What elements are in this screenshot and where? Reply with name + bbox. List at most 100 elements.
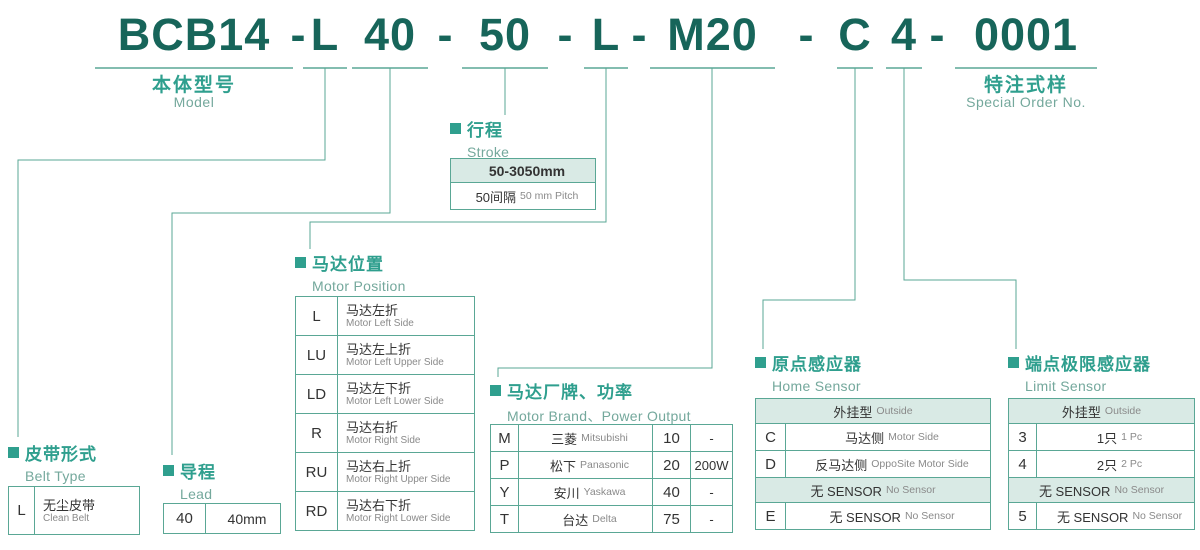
desc-en: Motor Left Upper Side xyxy=(346,357,444,368)
code-segment-special: 0001 xyxy=(973,9,1079,60)
desc-zh: 马达右下折 xyxy=(346,498,412,513)
power-code-cell: 75 xyxy=(653,506,691,533)
desc-en: 2 Pc xyxy=(1121,458,1143,470)
code-cell: RU xyxy=(296,453,338,492)
code-separator: - xyxy=(557,9,573,60)
desc-zh: 无 SENSOR xyxy=(829,509,901,525)
code-segment-home-sensor: C xyxy=(838,9,872,60)
belt-type-title-en: Belt Type xyxy=(25,468,86,484)
desc-en: Clean Belt xyxy=(43,512,90,524)
special-order-label-en: Special Order No. xyxy=(966,94,1086,110)
lead-title-zh: 导程 xyxy=(180,463,216,482)
code-cell: D xyxy=(756,451,786,478)
motor-brand-title-en: Motor Brand、Power Output xyxy=(507,408,691,424)
stroke-range: 50-3050mm xyxy=(488,162,566,179)
home-sensor-title-en: Home Sensor xyxy=(772,378,861,394)
bullet-icon xyxy=(163,465,174,476)
code-cell: C xyxy=(756,424,786,451)
motor-brand-title-zh: 马达厂牌、功率 xyxy=(507,383,633,402)
special-order-label-zh: 特注式样 xyxy=(983,75,1068,96)
brand-zh: 安川 xyxy=(553,485,580,501)
bullet-icon xyxy=(1008,357,1019,368)
table-group-header: 无 SENSOR No Sensor xyxy=(756,478,991,503)
no-sensor-en: No Sensor xyxy=(885,484,936,496)
desc-en: Motor Right Side xyxy=(346,435,421,446)
lead-value: 40mm xyxy=(227,510,267,527)
special-order-label: 特注式样 Special Order No. xyxy=(926,75,1126,110)
power-code-cell: 40 xyxy=(653,479,691,506)
table-row: 40 40mm xyxy=(164,504,281,534)
stroke-pitch-en: 50 mm Pitch xyxy=(520,190,579,202)
table-group-header: 外挂型 Outside xyxy=(1009,399,1195,424)
desc-zh: 马达左下折 xyxy=(346,381,412,396)
desc-zh: 反马达侧 xyxy=(815,457,868,473)
lead-table: 40 40mm xyxy=(163,503,281,534)
desc-zh: 马达右上折 xyxy=(346,459,412,474)
power-cell: - xyxy=(691,425,733,452)
model-label: 本体型号 Model xyxy=(94,76,294,110)
bullet-icon xyxy=(450,123,461,134)
bullet-icon xyxy=(490,385,501,396)
code-cell: L xyxy=(296,297,338,336)
code-segment-motor-brand: M20 xyxy=(667,9,758,60)
no-sensor-zh: 无 SENSOR xyxy=(1038,483,1111,499)
brand-en: Delta xyxy=(592,513,617,525)
brand-zh: 台达 xyxy=(562,512,589,528)
limit-sensor-title-en: Limit Sensor xyxy=(1025,378,1107,394)
code-cell: 3 xyxy=(1009,424,1037,451)
brand-en: Yaskawa xyxy=(583,486,626,498)
bullet-icon xyxy=(295,257,306,268)
code-separator: - xyxy=(290,9,306,60)
group-zh: 外挂型 xyxy=(1061,404,1101,420)
stroke-title-zh: 行程 xyxy=(467,121,503,140)
no-sensor-zh: 无 SENSOR xyxy=(810,483,882,499)
desc-en: Motor Right Lower Side xyxy=(346,513,451,524)
brand-en: Panasonic xyxy=(579,459,630,471)
motor-position-section-header: 马达位置 Motor Position xyxy=(295,250,406,294)
stroke-table: 50-3050mm 50间隔 50 mm Pitch xyxy=(450,158,596,210)
code-segment-motor-pos: L xyxy=(591,9,621,60)
power-code-cell: 10 xyxy=(653,425,691,452)
desc-zh: 马达左折 xyxy=(346,303,399,318)
power-cell: - xyxy=(691,479,733,506)
desc-zh: 无尘皮带 xyxy=(43,497,96,513)
home-sensor-section-header: 原点感应器 Home Sensor xyxy=(755,350,862,394)
belt-type-section-header: 皮带形式 Belt Type xyxy=(8,440,97,484)
desc-zh: 1只 xyxy=(1096,430,1118,446)
code-segment-stroke: 50 xyxy=(478,9,532,60)
bullet-icon xyxy=(8,447,19,458)
desc-en: No Sensor xyxy=(1132,510,1183,522)
desc-zh: 马达左上折 xyxy=(346,342,412,357)
motor-brand-section-header: 马达厂牌、功率 Motor Brand、Power Output xyxy=(490,378,691,426)
desc-zh: 2只 xyxy=(1096,457,1118,473)
belt-type-title-zh: 皮带形式 xyxy=(25,445,97,464)
code-separator: - xyxy=(437,9,453,60)
limit-sensor-section-header: 端点极限感应器 Limit Sensor xyxy=(1008,350,1151,394)
table-group-header: 外挂型 Outside xyxy=(756,399,991,424)
power-cell: - xyxy=(691,506,733,533)
code-cell: M xyxy=(491,425,519,452)
code-segment-limit-sensor: 4 xyxy=(890,9,918,60)
stroke-section-header: 行程 Stroke xyxy=(450,116,509,160)
code-cell: E xyxy=(756,503,786,530)
power-cell: 200W xyxy=(691,452,733,479)
desc-en: Motor Right Upper Side xyxy=(346,474,451,485)
lead-section-header: 导程 Lead xyxy=(163,458,216,502)
code-segment-model: BCB14 xyxy=(117,9,271,60)
model-label-en: Model xyxy=(173,94,215,110)
